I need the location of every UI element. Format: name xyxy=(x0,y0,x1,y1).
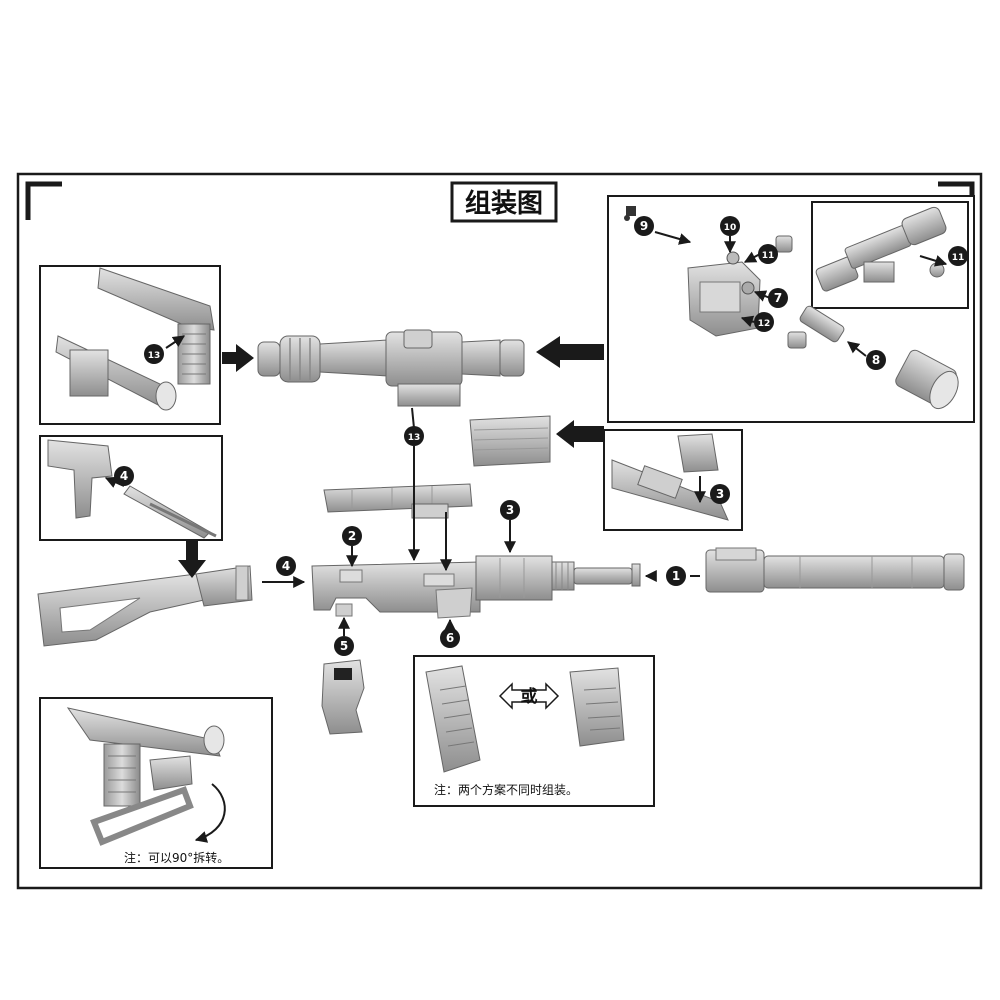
main-scope xyxy=(257,329,525,407)
folding-stock xyxy=(37,565,253,647)
magazine-short xyxy=(569,667,625,747)
step-badge-label: 6 xyxy=(446,631,454,645)
step-badge-label: 12 xyxy=(758,319,771,329)
step-badge-12: 12 xyxy=(754,312,774,332)
step-badge-label: 5 xyxy=(340,639,348,653)
block-arrows xyxy=(178,336,604,578)
inset-stock-fold xyxy=(39,435,223,541)
step-badge-11: 11 xyxy=(948,246,968,266)
step-badge-circle xyxy=(114,466,134,486)
scope-eyepiece-part xyxy=(799,305,845,343)
step-badge-1: 1 xyxy=(666,566,686,586)
scope-assembled-small xyxy=(815,206,947,292)
step-badge-2: 2 xyxy=(342,526,362,546)
step-badge-circle xyxy=(948,246,968,266)
step-badge-label: 3 xyxy=(506,503,514,517)
step-badge-label: 11 xyxy=(762,251,775,261)
step-badge-circle xyxy=(440,628,460,648)
step-badge-circle xyxy=(754,312,774,332)
pistol-grip xyxy=(321,659,365,735)
step-badge-circle xyxy=(276,556,296,576)
step-badge-label: 4 xyxy=(120,469,128,483)
step-badge-circle xyxy=(758,244,778,264)
step-badge-10: 10 xyxy=(720,216,740,236)
step-badge-label: 1 xyxy=(672,569,680,583)
suppressor xyxy=(705,547,965,593)
step-badge-circle xyxy=(666,566,686,586)
step-badge-circle xyxy=(720,216,740,236)
scope-knob-part xyxy=(775,235,793,253)
receiver-cover xyxy=(323,483,473,519)
step-badge-8: 8 xyxy=(866,350,886,370)
step-badge-label: 3 xyxy=(716,487,724,501)
page-title: 组装图 xyxy=(465,188,543,219)
handguard-cover xyxy=(469,415,551,467)
step-badge-circle xyxy=(144,344,164,364)
step-badge-13: 13 xyxy=(404,426,424,446)
step-badge-label: 2 xyxy=(348,529,356,543)
step-badge-label: 7 xyxy=(774,291,782,305)
step-badge-3: 3 xyxy=(500,500,520,520)
scope-cap-part xyxy=(787,331,807,349)
inset-scope-on-rifle xyxy=(39,265,221,425)
step-badge-5: 5 xyxy=(334,636,354,656)
inset-stock-rotation: 注：可以90°拆转。 xyxy=(39,697,273,869)
step-badge-7: 7 xyxy=(768,288,788,308)
knob-part-small xyxy=(726,251,740,265)
step-badge-circle xyxy=(334,636,354,656)
stock-rotation-note: 注：可以90°拆转。 xyxy=(124,850,229,865)
step-badge-6: 6 xyxy=(440,628,460,648)
step-badge-label: 13 xyxy=(148,351,161,361)
step-badge-label: 8 xyxy=(872,353,880,367)
rifle-receiver xyxy=(311,555,641,619)
or-label: 或 xyxy=(521,686,538,707)
step-badge-circle xyxy=(768,288,788,308)
step-badge-circle xyxy=(866,350,886,370)
screw-part xyxy=(626,206,636,216)
step-badge-11: 11 xyxy=(758,244,778,264)
step-badge-3: 3 xyxy=(710,484,730,504)
step-badge-13: 13 xyxy=(144,344,164,364)
step-badge-circle xyxy=(404,426,424,446)
connector-arrows xyxy=(262,407,700,640)
title-box: 组装图 xyxy=(450,181,558,223)
step-badge-9: 9 xyxy=(634,216,654,236)
inset-scope-exploded xyxy=(607,195,975,423)
step-badge-circle xyxy=(710,484,730,504)
step-badge-circle xyxy=(500,500,520,520)
scope-mount-part xyxy=(687,261,761,337)
step-badge-label: 13 xyxy=(408,433,421,443)
step-badge-label: 9 xyxy=(640,219,648,233)
step-badge-circle xyxy=(342,526,362,546)
step-badge-4: 4 xyxy=(114,466,134,486)
or-arrow: 或 xyxy=(498,682,560,710)
step-badge-label: 10 xyxy=(724,223,737,233)
inset-handguard xyxy=(603,429,743,531)
step-badge-label: 11 xyxy=(952,253,965,263)
step-badge-label: 4 xyxy=(282,559,290,573)
step-badge-circle xyxy=(634,216,654,236)
magazine-note: 注：两个方案不同时组装。 xyxy=(434,782,578,797)
step-badge-4: 4 xyxy=(276,556,296,576)
magazine-long xyxy=(425,665,481,773)
inset-magazine-options: 或 注：两个方案不同时组装。 xyxy=(413,655,655,807)
scope-end-cap-part xyxy=(895,349,959,410)
